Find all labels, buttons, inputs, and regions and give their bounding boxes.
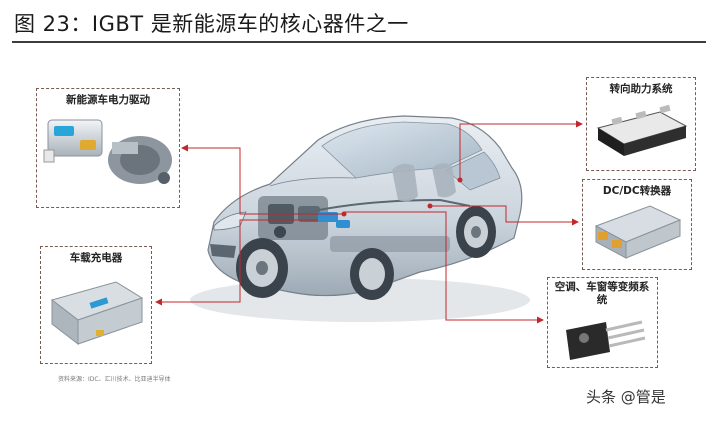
onboard-charger-illustration xyxy=(52,282,142,344)
source-note: 资料来源：IDC、汇川技术、比亚迪半导体 xyxy=(58,374,171,383)
power-steering-illustration xyxy=(598,105,686,156)
ev-drive-illustration xyxy=(44,120,172,184)
front-wheel xyxy=(236,238,288,298)
ac-inverter-illustration xyxy=(566,322,645,360)
connector-node xyxy=(458,178,463,183)
connector-node xyxy=(428,204,433,209)
ev-drive-label: 新能源车电力驱动 xyxy=(36,94,180,107)
car-illustration xyxy=(190,116,530,322)
onboard-charger-label: 车载充电器 xyxy=(40,252,152,265)
far-rear-wheel xyxy=(350,248,394,300)
connector-node xyxy=(342,212,347,217)
ac-window-inverter-label: 空调、车窗等变频系统 xyxy=(552,281,652,307)
rear-wheel xyxy=(456,206,496,258)
power-steering-label: 转向助力系统 xyxy=(586,83,696,96)
dcdc-converter-label: DC/DC转换器 xyxy=(582,185,692,198)
watermark: 头条 @管是 xyxy=(586,386,666,407)
dcdc-converter-illustration xyxy=(596,206,680,258)
